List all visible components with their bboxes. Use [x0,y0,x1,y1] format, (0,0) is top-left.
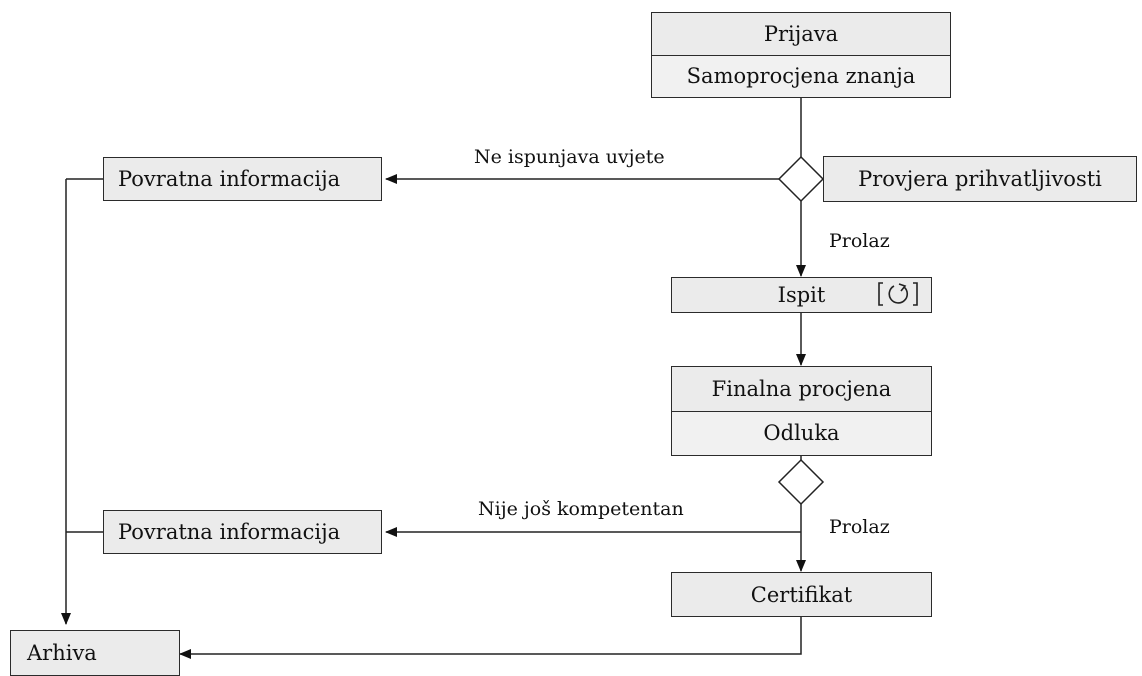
edge-certifikat-to-arhiva [179,617,802,659]
retry-icon [877,280,919,314]
edge-label-fail2: Nije još kompetentan [478,498,684,520]
node-povratna-1-label: Povratna informacija [118,167,341,191]
node-povratna-informacija-1: Povratna informacija [103,157,382,201]
node-ispit: Ispit [671,277,932,313]
decision-diamond-2 [777,458,825,506]
node-ispit-label: Ispit [777,283,826,307]
edge-label-fail1: Ne ispunjava uvjete [474,146,665,168]
edge-label-pass2: Prolaz [829,516,890,538]
node-provjera-label: Provjera prihvatljivosti [858,167,1102,191]
node-povratna-2-label: Povratna informacija [118,520,341,544]
node-provjera-prihvatljivosti: Provjera prihvatljivosti [823,156,1137,202]
node-povratna-informacija-2: Povratna informacija [103,510,382,554]
node-certifikat-label: Certifikat [750,582,853,607]
node-finalna-procjena: Finalna procjena Odluka [671,366,932,456]
decision-diamond-1 [777,155,825,203]
edge-label-pass1: Prolaz [829,230,890,252]
node-prijava-subtitle: Samoprocjena znanja [652,54,950,97]
node-prijava-title: Prijava [763,21,839,46]
node-finalna-subtitle: Odluka [672,410,931,455]
node-certifikat: Certifikat [671,572,932,617]
node-prijava: Prijava Samoprocjena znanja [651,12,951,98]
node-finalna-title: Finalna procjena [711,376,892,401]
node-arhiva-label: Arhiva [27,641,97,665]
node-arhiva: Arhiva [10,630,180,676]
